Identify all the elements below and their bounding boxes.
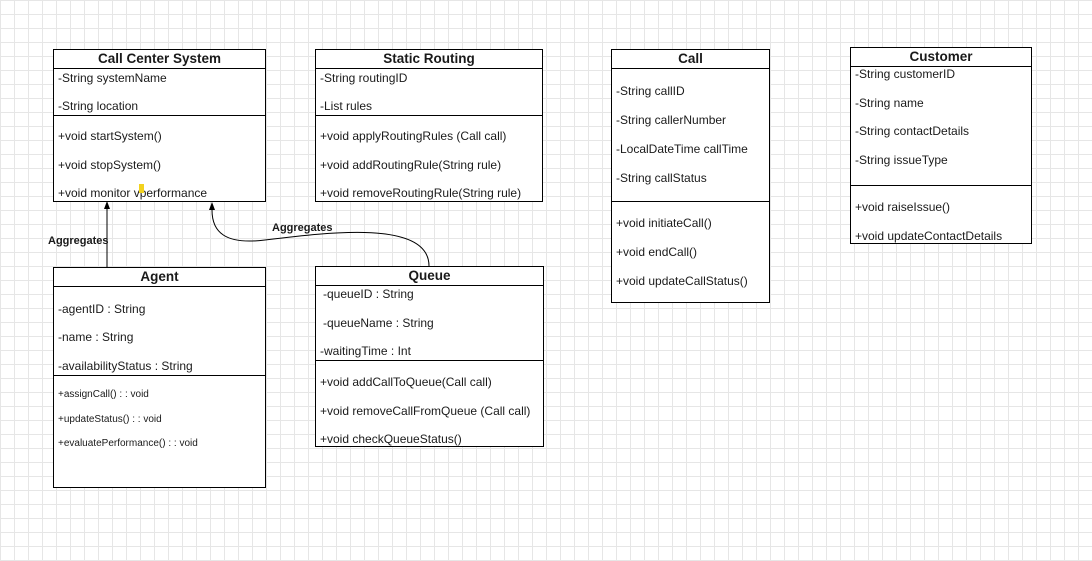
attribute: -String contactDetails — [855, 124, 970, 138]
attribute: -queueName : String — [323, 316, 434, 330]
attribute: -LocalDateTime callTime — [616, 142, 748, 156]
method: +void removeRoutingRule(String rule) — [320, 186, 522, 200]
method: +void addRoutingRule(String rule) — [320, 158, 502, 172]
text-cursor-highlight — [139, 184, 144, 193]
attributes-section: -String routingID -List rules — [316, 69, 542, 116]
class-title: Call Center System — [54, 50, 265, 69]
attribute: -String issueType — [855, 153, 948, 167]
method: +void updateCallStatus() — [616, 274, 748, 288]
attribute: -String location — [58, 99, 139, 113]
method: +void initiateCall() — [616, 216, 712, 230]
method: +void stopSystem() — [58, 158, 162, 172]
method: +assignCall() : : void — [58, 389, 149, 400]
queue-to-callcenter-line — [211, 209, 430, 267]
method: +void addCallToQueue(Call call) — [320, 375, 492, 389]
class-queue[interactable]: Queue -queueID : String -queueName : Str… — [315, 266, 544, 447]
attribute: -agentID : String — [58, 302, 146, 316]
class-static-routing[interactable]: Static Routing -String routingID -List r… — [315, 49, 543, 202]
method: +updateStatus() : : void — [58, 414, 162, 425]
method: +evaluatePerformance() : : void — [58, 438, 198, 449]
class-agent[interactable]: Agent -agentID : String -name : String -… — [53, 267, 266, 488]
attributes-section: -String systemName -String location — [54, 69, 265, 116]
agent-relation-label: Aggregates — [48, 235, 109, 247]
class-customer[interactable]: Customer -String customerID -String name… — [850, 47, 1032, 244]
class-title: Customer — [851, 48, 1031, 67]
attribute: -availabilityStatus : String — [58, 359, 193, 373]
attribute: -waitingTime : Int — [320, 344, 411, 358]
method: +void applyRoutingRules (Call call) — [320, 129, 507, 143]
class-title: Call — [612, 50, 769, 69]
queue-relation-label: Aggregates — [272, 222, 333, 234]
attributes-section: -queueID : String -queueName : String -w… — [316, 286, 543, 361]
method: +void removeCallFromQueue (Call call) — [320, 404, 531, 418]
agent-aggregation-arrowhead — [104, 201, 110, 209]
attribute: -String callStatus — [616, 171, 707, 185]
attributes-section: -String callID -String callerNumber -Loc… — [612, 69, 769, 202]
method: +void raiseIssue() — [855, 200, 951, 214]
class-title: Queue — [316, 267, 543, 286]
method: +void startSystem() — [58, 129, 162, 143]
class-call-center-system[interactable]: Call Center System -String systemName -S… — [53, 49, 266, 202]
attribute: -queueID : String — [323, 287, 414, 301]
attribute: -String callerNumber — [616, 113, 727, 127]
class-call[interactable]: Call -String callID -String callerNumber… — [611, 49, 770, 303]
attribute: -List rules — [320, 99, 373, 113]
class-title: Static Routing — [316, 50, 542, 69]
attribute: -String routingID — [320, 71, 408, 85]
class-title: Agent — [54, 268, 265, 287]
attribute: -String customerID — [855, 67, 956, 81]
attribute: -String callID — [616, 84, 685, 98]
attribute: -String systemName — [58, 71, 167, 85]
attribute: -name : String — [58, 330, 134, 344]
queue-aggregation-arrowhead — [209, 202, 215, 210]
attributes-section: -agentID : String -name : String -availa… — [54, 287, 265, 376]
attribute: -String name — [855, 96, 924, 110]
method: +void monitor vperformance — [58, 186, 208, 200]
attributes-section: -String customerID -String name -String … — [851, 67, 1031, 186]
method: +void endCall() — [616, 245, 698, 259]
method: +void checkQueueStatus() — [320, 432, 462, 446]
method: +void updateContactDetails — [855, 229, 1003, 243]
